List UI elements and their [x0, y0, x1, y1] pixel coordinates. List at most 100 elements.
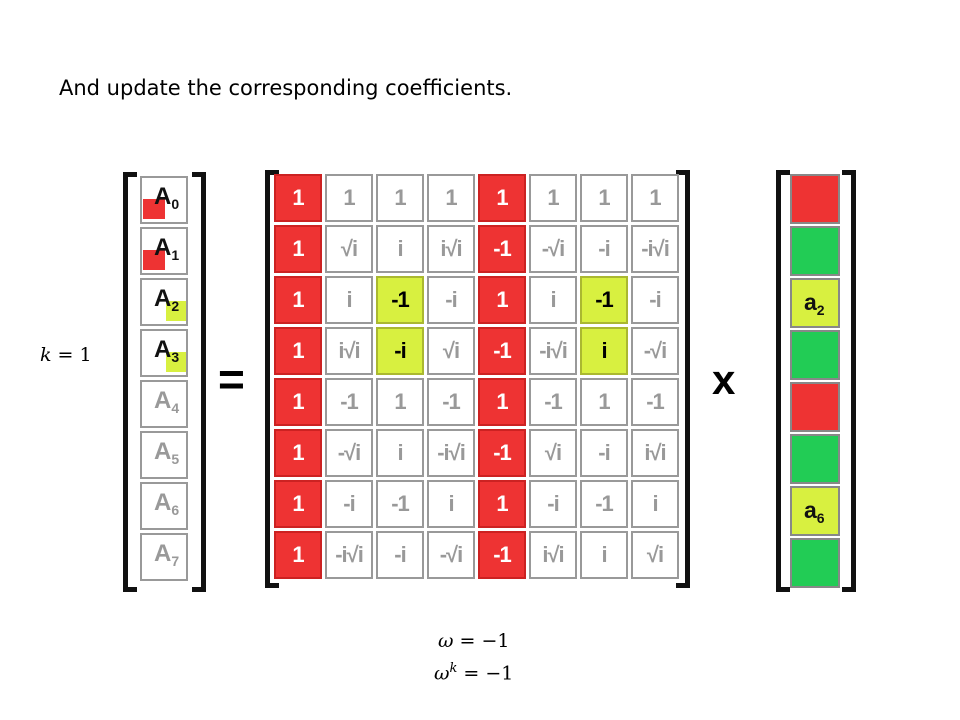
matrix-cell: -i√i	[631, 225, 679, 273]
matrix-cell: -i√i	[325, 531, 373, 579]
matrix-cell: 1	[274, 378, 322, 426]
matrix-cell: 1	[631, 174, 679, 222]
slide-heading: And update the corresponding coefficient…	[59, 76, 513, 100]
matrix-cell: √i	[427, 327, 475, 375]
right-vector-cell	[790, 174, 840, 224]
right-vector-bracket-right	[842, 170, 856, 592]
right-vector-cell: a6	[790, 486, 840, 536]
k-equals: =	[51, 344, 80, 366]
omega-symbol: ω	[438, 630, 454, 652]
matrix-cell: -i√i	[427, 429, 475, 477]
matrix-cell: i	[580, 531, 628, 579]
matrix-cell: -1	[478, 225, 526, 273]
k-variable: k	[40, 344, 52, 366]
matrix-cell: 1	[529, 174, 577, 222]
omega-k-equation: ωk = −1	[434, 661, 513, 684]
matrix-cell: -1	[376, 276, 424, 324]
matrix-cell: √i	[631, 531, 679, 579]
matrix-cell: √i	[325, 225, 373, 273]
matrix-cell: i	[376, 429, 424, 477]
omega-k-symbol: ω	[434, 662, 450, 685]
matrix-cell: -i	[631, 276, 679, 324]
coefficient-label: A4	[154, 387, 180, 416]
matrix-cell: -i	[580, 225, 628, 273]
matrix-cell: -1	[580, 276, 628, 324]
matrix-cell: 1	[478, 480, 526, 528]
matrix-cell: 1	[427, 174, 475, 222]
matrix-cell: i	[631, 480, 679, 528]
coefficient-label: A1	[154, 234, 180, 263]
red-highlight-mark	[143, 250, 165, 270]
k-number: 1	[79, 344, 92, 366]
matrix-cell: 1	[274, 480, 322, 528]
matrix-cell: -i	[376, 531, 424, 579]
red-highlight-mark	[143, 199, 165, 219]
matrix-cell: -√i	[631, 327, 679, 375]
coefficient-label: a2	[804, 289, 825, 318]
right-vector-cell	[790, 382, 840, 432]
matrix-cell: -i	[580, 429, 628, 477]
matrix-cell: i	[376, 225, 424, 273]
matrix-cell: -1	[529, 378, 577, 426]
matrix-cell: 1	[325, 174, 373, 222]
left-vector-cell: A2	[140, 278, 188, 326]
right-vector-cell	[790, 538, 840, 588]
matrix-cell: -1	[580, 480, 628, 528]
left-vector-cell: A5	[140, 431, 188, 479]
coefficient-label: A3	[154, 336, 180, 365]
matrix-cell: 1	[478, 174, 526, 222]
matrix-cell: 1	[274, 225, 322, 273]
matrix-bracket-left	[265, 170, 279, 588]
k-value-label: k = 1	[40, 344, 92, 366]
matrix-cell: i√i	[529, 531, 577, 579]
green-highlight-mark	[166, 301, 186, 321]
omega-equals: =	[453, 630, 482, 652]
right-vector-cell	[790, 226, 840, 276]
matrix-cell: -√i	[427, 531, 475, 579]
coefficient-label: A2	[154, 285, 180, 314]
coefficient-label: a6	[804, 497, 825, 526]
matrix-cell: i	[427, 480, 475, 528]
omega-k-equals: =	[457, 662, 486, 685]
matrix-cell: 1	[580, 174, 628, 222]
coefficient-label: A0	[154, 183, 180, 212]
matrix-cell: 1	[274, 531, 322, 579]
right-vector-cell: a2	[790, 278, 840, 328]
left-vector-cell: A4	[140, 380, 188, 428]
matrix-cell: -√i	[529, 225, 577, 273]
matrix-cell: -i√i	[529, 327, 577, 375]
matrix-cell: 1	[274, 174, 322, 222]
left-vector-cell: A7	[140, 533, 188, 581]
matrix-cell: √i	[529, 429, 577, 477]
coefficient-label: A5	[154, 438, 180, 467]
matrix-cell: i	[580, 327, 628, 375]
matrix-cell: -1	[325, 378, 373, 426]
omega-k-exponent: k	[449, 661, 458, 676]
matrix-cell: 1	[274, 276, 322, 324]
matrix-cell: i	[325, 276, 373, 324]
matrix-cell: i√i	[325, 327, 373, 375]
coefficient-label: A7	[154, 540, 180, 569]
matrix-cell: -1	[478, 429, 526, 477]
matrix-cell: -i	[427, 276, 475, 324]
matrix-cell: i	[529, 276, 577, 324]
matrix-cell: -1	[478, 531, 526, 579]
matrix-cell: 1	[274, 327, 322, 375]
left-vector-cell: A0	[140, 176, 188, 224]
coefficient-label: A6	[154, 489, 180, 518]
left-vector-cell: A3	[140, 329, 188, 377]
green-highlight-mark	[166, 352, 186, 372]
matrix-cell: i√i	[631, 429, 679, 477]
matrix-cell: -√i	[325, 429, 373, 477]
times-sign: x	[712, 356, 736, 403]
matrix-cell: -1	[631, 378, 679, 426]
matrix-cell: 1	[376, 174, 424, 222]
matrix-cell: -i	[529, 480, 577, 528]
omega-k-value: −1	[485, 662, 514, 685]
matrix-cell: 1	[478, 276, 526, 324]
matrix-bracket-right	[676, 170, 690, 588]
left-vector-cell: A6	[140, 482, 188, 530]
right-vector-bracket-left	[776, 170, 790, 592]
matrix-cell: -1	[478, 327, 526, 375]
matrix-cell: i√i	[427, 225, 475, 273]
